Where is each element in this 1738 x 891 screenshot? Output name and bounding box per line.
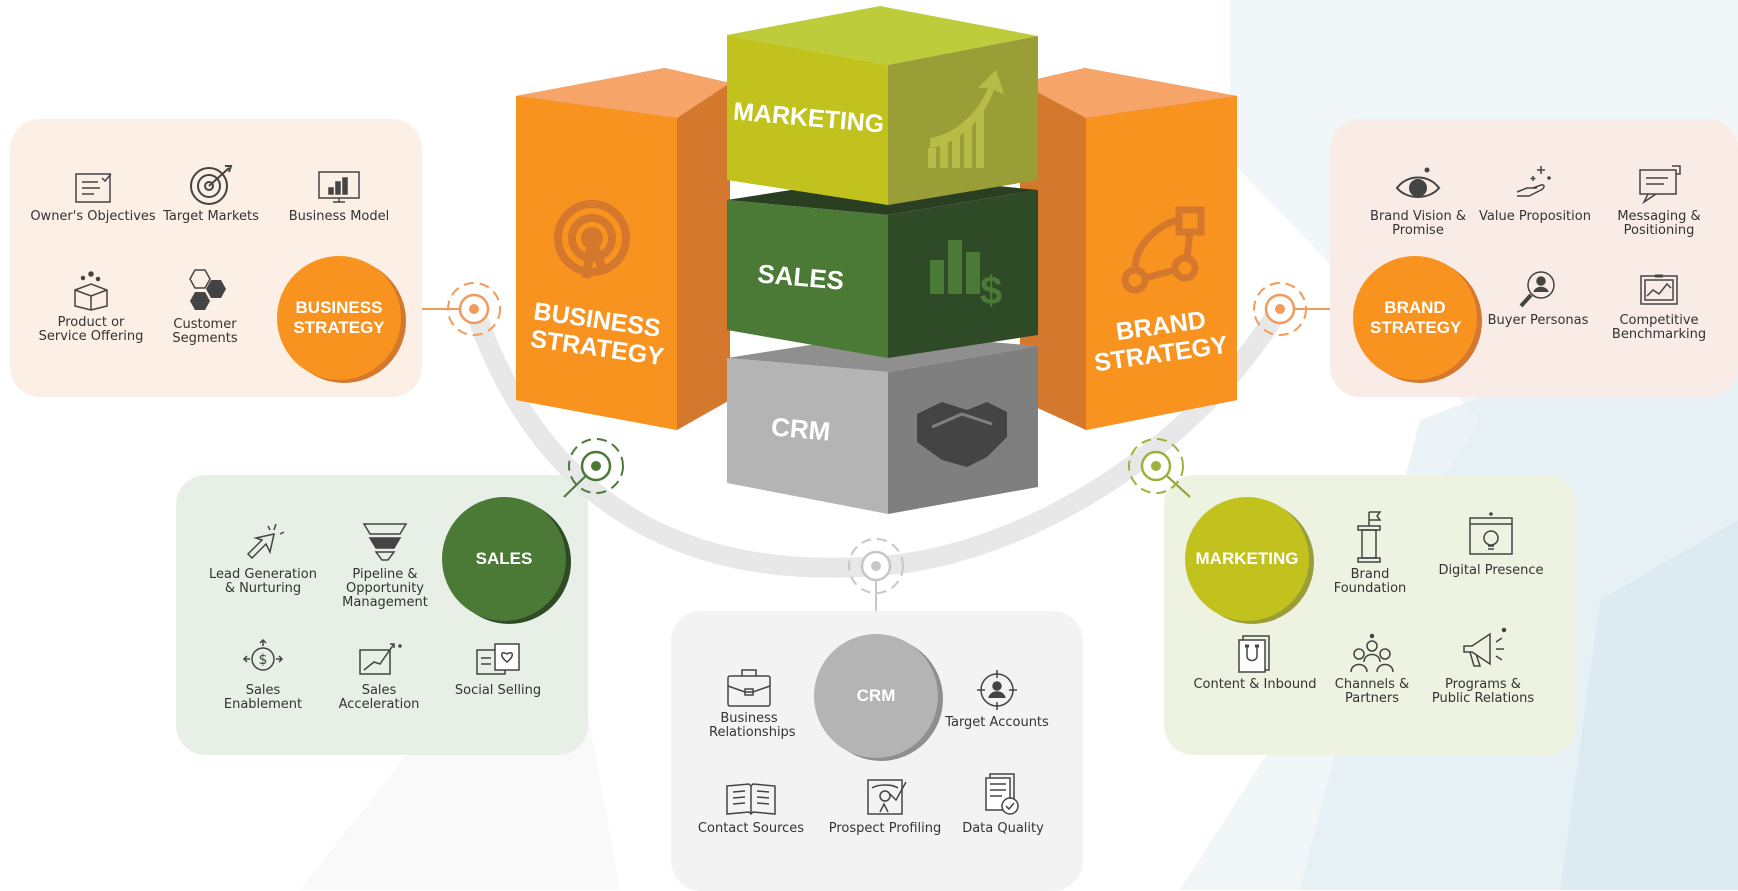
dollar-arrows-icon: $	[242, 638, 284, 671]
svg-text:$: $	[980, 269, 1002, 313]
item-label: Data Quality	[962, 821, 1044, 836]
pillar-flag-icon	[1357, 511, 1382, 563]
speech-bubble-icon	[1639, 165, 1681, 205]
marketing-marker	[1128, 438, 1184, 494]
crm-circle-title: CRM	[856, 686, 896, 705]
browser-bulb-icon	[1469, 512, 1513, 555]
content-inbound-item: Content & Inbound	[1180, 632, 1330, 692]
monitor-chart-icon	[318, 171, 360, 203]
item-label: Product or Service Offering	[38, 315, 144, 344]
crm-marker	[848, 538, 904, 594]
item-label: Business Relationships	[709, 711, 796, 740]
heart-browser-icon	[476, 643, 520, 675]
product-or-service-item: Product or Service Offering	[16, 268, 166, 344]
business-strategy-circle-title: BUSINESS STRATEGY	[293, 298, 385, 337]
box-icon	[74, 271, 108, 311]
crm-circle: CRM	[814, 634, 938, 758]
item-label: Digital Presence	[1438, 563, 1544, 578]
item-label: Owner's Objectives	[30, 209, 156, 224]
crm-cube: CRM	[727, 333, 1038, 514]
marketing-circle-title: MARKETING	[1195, 549, 1299, 568]
sales-circle-title: SALES	[475, 549, 533, 568]
sales-circle: SALES	[442, 497, 566, 621]
item-label: Customer Segments	[172, 317, 238, 346]
funnel-icon	[362, 523, 408, 561]
competitive-benchmarking-item: Competitive Benchmarking	[1584, 272, 1734, 342]
profile-check-icon	[867, 779, 907, 815]
item-label: Contact Sources	[697, 821, 805, 836]
item-label: Content & Inbound	[1193, 677, 1317, 692]
marketing-cube: MARKETING	[727, 6, 1038, 205]
item-label: Buyer Personas	[1487, 313, 1589, 328]
growth-chart-icon	[359, 643, 402, 675]
clipboard-chart-icon	[1640, 274, 1678, 305]
item-label: Target Markets	[163, 209, 259, 224]
sales-marker	[568, 438, 624, 494]
business-model-item: Business Model	[264, 168, 414, 224]
svg-text:$: $	[259, 652, 268, 668]
business-relationships-item: Business Relationships	[674, 666, 824, 740]
brand-strategy-cube: BRAND STRATEGY	[1020, 68, 1237, 430]
data-quality-item: Data Quality	[928, 772, 1078, 836]
open-book-icon	[726, 783, 776, 816]
buyer-personas-item: Buyer Personas	[1463, 268, 1613, 328]
business-strategy-circle: BUSINESS STRATEGY	[277, 256, 401, 380]
item-label: Programs & Public Relations	[1431, 677, 1535, 706]
target-markets-item: Target Markets	[136, 162, 286, 224]
owners-objectives-item: Owner's Objectives	[18, 168, 168, 224]
magnifier-person-icon	[1519, 271, 1555, 308]
brand-foundation-item: Brand Foundation	[1295, 510, 1445, 596]
sales-acceleration-item: Sales Acceleration	[304, 638, 454, 712]
item-label: Sales Enablement	[223, 683, 303, 712]
megaphone-icon	[1463, 627, 1507, 667]
business-strategy-marker	[447, 282, 501, 336]
brand-vision-item: Brand Vision & Promise	[1343, 166, 1493, 238]
contact-sources-item: Contact Sources	[676, 778, 826, 836]
item-label: Business Model	[288, 209, 390, 224]
item-label: Channels & Partners	[1334, 677, 1410, 706]
target-icon	[190, 165, 233, 205]
crosshair-person-icon	[977, 670, 1017, 710]
lead-generation-item: Lead Generation & Nurturing	[188, 520, 338, 596]
people-group-icon	[1350, 633, 1394, 673]
briefcase-icon	[727, 669, 771, 707]
item-label: Competitive Benchmarking	[1611, 313, 1707, 342]
item-label: Pipeline & Opportunity Management	[342, 567, 428, 610]
customer-segments-item: Customer Segments	[130, 268, 280, 346]
programs-pr-item: Programs & Public Relations	[1408, 626, 1558, 706]
item-label: Lead Generation & Nurturing	[209, 567, 317, 596]
brand-strategy-marker	[1253, 282, 1307, 336]
hand-sparkle-icon	[1516, 166, 1551, 197]
brand-strategy-circle-title: BRAND STRATEGY	[1370, 298, 1462, 337]
value-proposition-item: Value Proposition	[1460, 162, 1610, 224]
document-icon	[75, 173, 112, 203]
business-strategy-cube: BUSINESS STRATEGY	[516, 68, 730, 430]
crm-cube-label: CRM	[770, 412, 832, 447]
item-label: Prospect Profiling	[828, 821, 942, 836]
social-selling-item: Social Selling	[423, 642, 573, 698]
eye-icon	[1395, 167, 1441, 198]
pipeline-opportunity-item: Pipeline & Opportunity Management	[310, 520, 460, 610]
item-label: Brand Foundation	[1333, 567, 1407, 596]
hexagons-icon	[189, 269, 226, 310]
item-label: Target Accounts	[945, 715, 1049, 730]
item-label: Value Proposition	[1479, 209, 1591, 224]
channels-partners-item: Channels & Partners	[1297, 632, 1447, 706]
sales-enablement-item: $ Sales Enablement	[188, 638, 338, 712]
prospect-profiling-item: Prospect Profiling	[810, 774, 960, 836]
magnet-doc-icon	[1238, 635, 1270, 673]
digital-presence-item: Digital Presence	[1416, 510, 1566, 578]
item-label: Sales Acceleration	[338, 683, 420, 712]
cursor-click-icon	[246, 523, 285, 560]
target-accounts-item: Target Accounts	[922, 668, 1072, 730]
marketing-circle: MARKETING	[1185, 497, 1309, 621]
item-label: Messaging & Positioning	[1617, 209, 1701, 238]
brand-strategy-circle: BRAND STRATEGY	[1353, 256, 1477, 380]
item-label: Social Selling	[454, 683, 542, 698]
messaging-positioning-item: Messaging & Positioning	[1584, 164, 1734, 238]
doc-check-icon	[985, 773, 1019, 815]
item-label: Brand Vision & Promise	[1370, 209, 1466, 238]
